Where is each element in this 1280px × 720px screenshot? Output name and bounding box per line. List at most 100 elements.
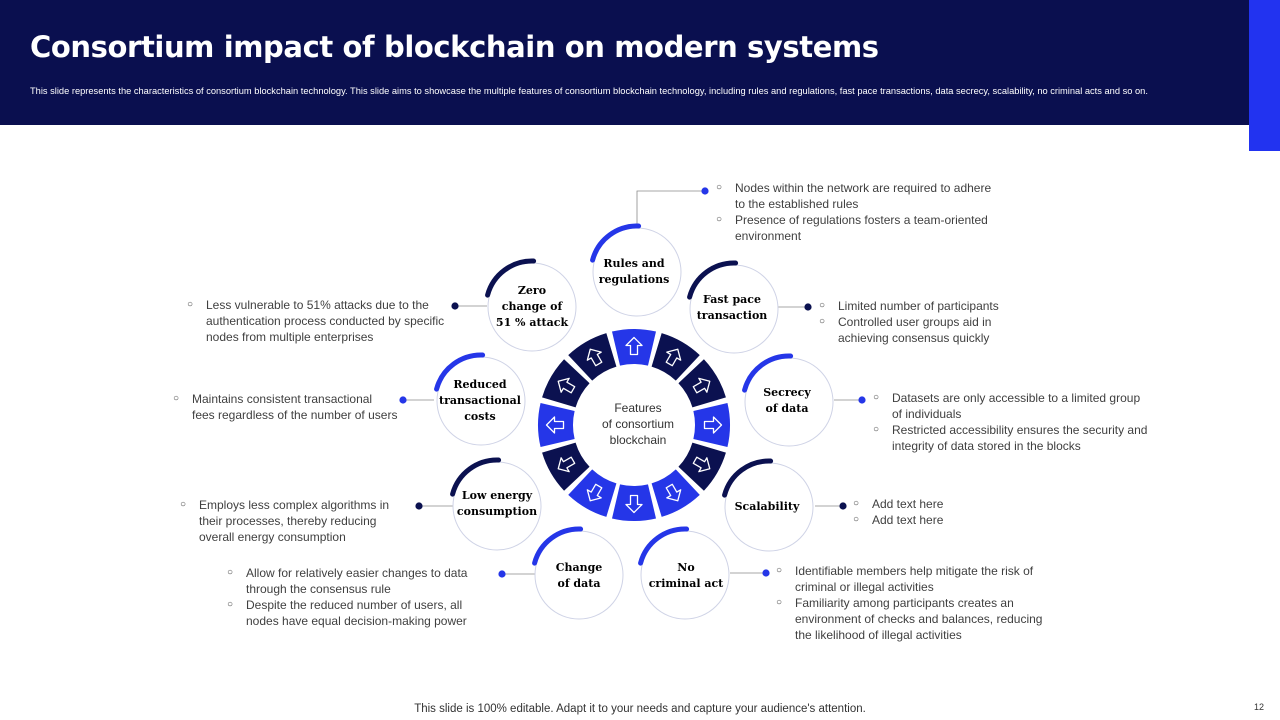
circle-bullet-icon: ○ (776, 597, 783, 608)
info-fast: ○Limited number of participants ○Control… (819, 298, 1034, 346)
slide-title: Consortium impact of blockchain on moder… (30, 30, 879, 64)
circle-accent-arc (687, 260, 739, 300)
feature-circle (434, 352, 526, 446)
bullet-item: ○Despite the reduced number of users, al… (227, 598, 467, 628)
page-number: 12 (1254, 702, 1265, 712)
ring-segment (568, 469, 617, 517)
circle-accent-arc (532, 526, 584, 566)
bullet-item: ○Familiarity among participants creates … (776, 596, 1043, 642)
bullet-item: ○Controlled user groups aid in achieving… (819, 315, 992, 345)
circle-bullet-icon: ○ (819, 300, 826, 311)
bullet-item: ○Add text here (853, 497, 944, 511)
slide-subtitle: This slide represents the characteristic… (30, 86, 1148, 96)
feature-circles (434, 223, 834, 620)
connector-dot (762, 569, 770, 577)
circle-bullet-icon: ○ (716, 214, 723, 225)
circle-bullet-icon: ○ (227, 599, 234, 610)
arrow-up-icon (692, 456, 711, 473)
info-energy: ○Employs less complex algorithms in thei… (180, 497, 415, 545)
ring-segment (651, 469, 700, 517)
arrow-up-icon (586, 348, 603, 367)
circle-bullet-icon: ○ (853, 498, 860, 509)
feature-circle (638, 526, 730, 620)
bullet-item: ○Datasets are only accessible to a limit… (873, 391, 1141, 421)
circle-bullet-icon: ○ (873, 424, 880, 435)
feature-circle (532, 526, 624, 620)
arrow-up-icon (703, 416, 723, 434)
info-scalability: ○Add text here ○Add text here (853, 496, 993, 528)
ring-segment (611, 329, 657, 366)
circle-bullet-icon: ○ (173, 393, 180, 404)
connector-lines (399, 187, 866, 578)
info-costs: ○Maintains consistent transactional fees… (173, 391, 398, 423)
feature-circle (722, 458, 814, 552)
circle-accent-arc (485, 258, 537, 298)
arrow-up-icon (665, 348, 682, 367)
ring-segment (693, 402, 730, 448)
arrow-up-icon (692, 377, 711, 394)
connector-dot (701, 187, 709, 195)
connector-dot (858, 396, 866, 404)
circle-accent-arc (742, 353, 794, 393)
feature-circle (590, 223, 682, 317)
circle-bullet-icon: ○ (776, 565, 783, 576)
bullet-item: ○Employs less complex algorithms in thei… (180, 498, 390, 544)
connector-dot (804, 303, 812, 311)
center-ring (538, 329, 730, 521)
bullet-item: ○Presence of regulations fosters a team-… (716, 213, 988, 243)
bullet-item: ○Nodes within the network are required t… (716, 181, 992, 211)
connector-dot (399, 396, 407, 404)
circle-bullet-icon: ○ (873, 392, 880, 403)
connector-dot (498, 570, 506, 578)
arrow-up-icon (625, 494, 643, 514)
arrow-up-icon (557, 377, 576, 394)
connector-dot (839, 502, 847, 510)
circle-bullet-icon: ○ (187, 299, 194, 310)
info-zero: ○Less vulnerable to 51% attacks due to t… (187, 297, 449, 345)
ring-segment (542, 442, 590, 491)
bullet-item: ○Add text here (853, 513, 944, 527)
circle-accent-arc (638, 526, 690, 566)
arrow-up-icon (625, 336, 643, 356)
bullet-item: ○Restricted accessibility ensures the se… (873, 423, 1148, 453)
circle-bullet-icon: ○ (819, 316, 826, 327)
circle-bullet-icon: ○ (716, 182, 723, 193)
center-label: Features of consortium blockchain (601, 401, 675, 447)
ring-segment (568, 333, 617, 381)
connector-dot (451, 302, 459, 310)
ring-segment (678, 359, 726, 408)
connector-line (636, 190, 705, 228)
feature-circle (450, 457, 542, 551)
info-secrecy: ○Datasets are only accessible to a limit… (873, 390, 1153, 454)
bullet-item: ○Maintains consistent transactional fees… (173, 392, 398, 422)
feature-circle (742, 353, 834, 447)
arrow-up-icon (665, 483, 682, 502)
circle-accent-arc (590, 223, 642, 263)
connector-dot (415, 502, 423, 510)
info-change: ○Allow for relatively easier changes to … (227, 565, 495, 629)
circle-bullet-icon: ○ (227, 567, 234, 578)
ring-segment (678, 442, 726, 491)
bullet-item: ○Limited number of participants (819, 299, 999, 313)
arrow-up-icon (545, 416, 565, 434)
feature-circle (485, 258, 577, 352)
bullet-item: ○Less vulnerable to 51% attacks due to t… (187, 298, 445, 344)
ring-segment (538, 402, 575, 448)
ring-segment (542, 359, 590, 408)
footer-note: This slide is 100% editable. Adapt it to… (414, 703, 866, 715)
ring-segment (651, 333, 700, 381)
circle-bullet-icon: ○ (853, 514, 860, 525)
circle-accent-arc (450, 457, 502, 497)
info-criminal: ○Identifiable members help mitigate the … (776, 563, 1056, 643)
ring-segment (611, 484, 657, 521)
accent-bar (1249, 0, 1280, 151)
